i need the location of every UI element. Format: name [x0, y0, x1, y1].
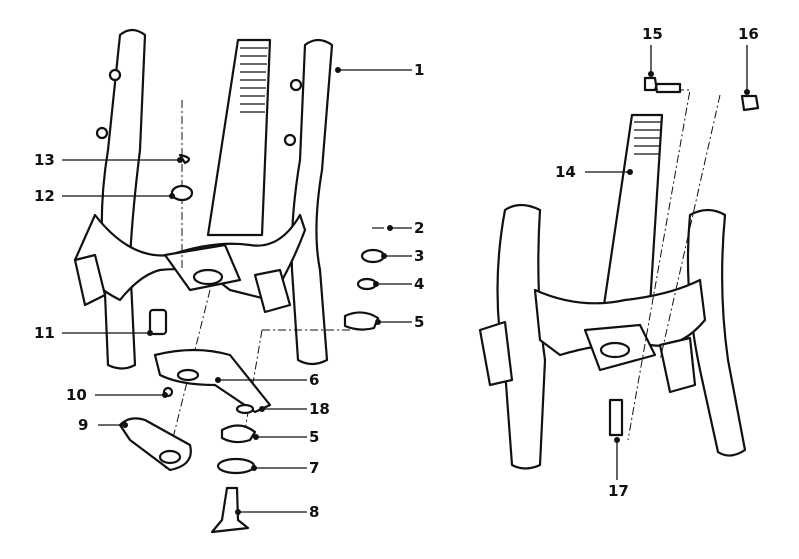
nut-3: [360, 248, 386, 264]
rubber-5a: [343, 311, 380, 331]
callout-leaders: [62, 45, 750, 515]
plate-9: [118, 417, 192, 472]
callout-5b: 5: [309, 428, 320, 446]
callout-16: 16: [738, 25, 759, 43]
bolt-11: [148, 308, 168, 336]
callout-3: 3: [414, 247, 425, 265]
right-view-right-leg: [686, 208, 747, 457]
steering-tube-14: [602, 113, 664, 307]
callout-17: 17: [608, 482, 629, 500]
lever-6: [153, 348, 272, 414]
callout-1: 1: [414, 61, 425, 79]
callout-12: 12: [34, 187, 55, 205]
callout-10: 10: [66, 386, 87, 404]
steering-tube: [206, 38, 272, 237]
right-fork-assembly: [478, 76, 760, 470]
bolt-8: [210, 486, 250, 534]
callout-7: 7: [309, 459, 320, 477]
callout-6: 6: [309, 371, 320, 389]
callout-13: 13: [34, 151, 55, 169]
callout-2: 2: [414, 219, 425, 237]
callout-8: 8: [309, 503, 320, 521]
callout-15: 15: [642, 25, 663, 43]
callout-4: 4: [414, 275, 425, 293]
nut-16: [740, 94, 760, 112]
grease-nipple-17: [608, 398, 624, 437]
castle-nut-12: [170, 184, 194, 202]
right-view-left-leg: [496, 203, 547, 470]
washer-18: [235, 403, 255, 415]
cotter-pin-13: [178, 153, 191, 165]
callout-11: 11: [34, 324, 55, 342]
callout-5a: 5: [414, 313, 425, 331]
rubber-5b: [220, 424, 257, 444]
callout-14: 14: [555, 163, 576, 181]
callout-18: 18: [309, 400, 330, 418]
washer-7: [216, 457, 256, 475]
left-fork-leg: [100, 28, 147, 370]
left-fork-assembly: [73, 28, 386, 534]
bolt-15: [643, 76, 682, 94]
callout-9: 9: [78, 416, 89, 434]
